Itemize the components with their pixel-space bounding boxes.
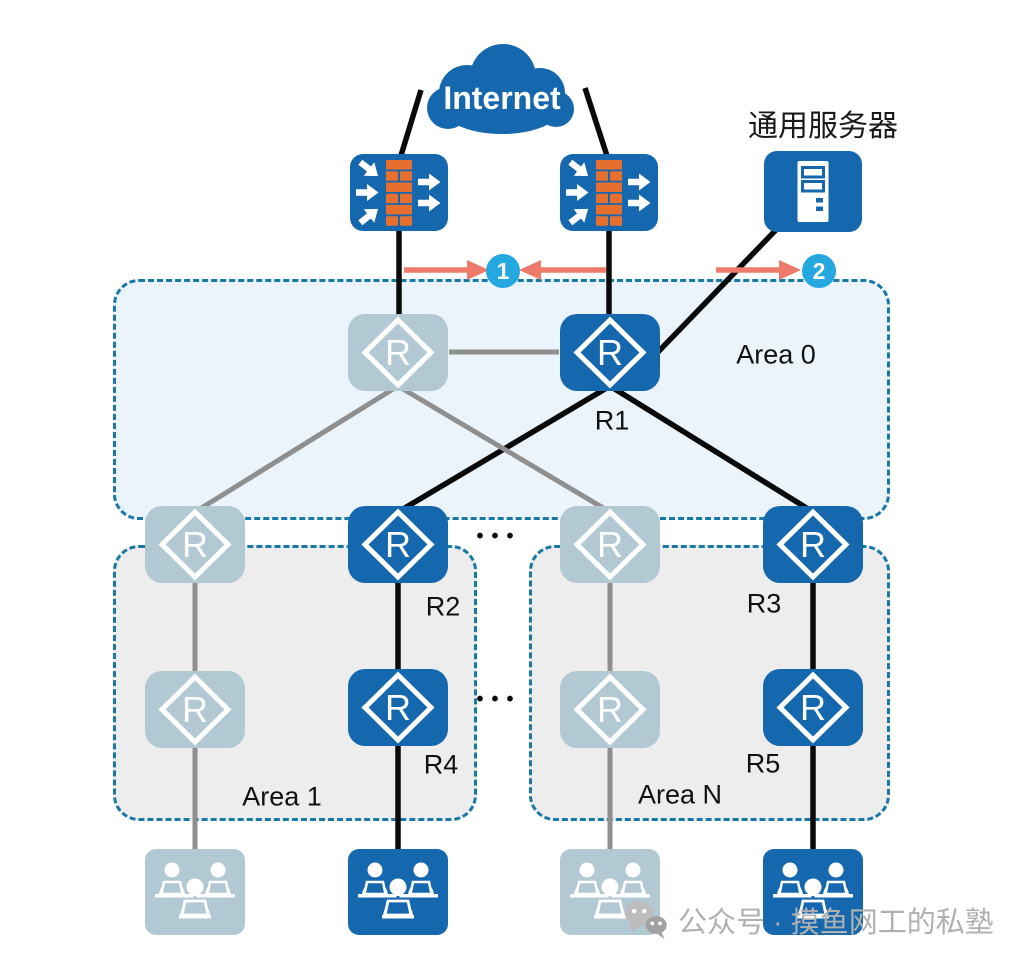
users-area1-gray-icon <box>145 849 245 935</box>
area-0-label: Area 0 <box>736 339 816 370</box>
watermark-text: 公众号 · 摸鱼网工的私塾 <box>678 907 994 939</box>
server-icon <box>764 151 862 232</box>
firewall-1-icon <box>350 154 448 231</box>
router-arean-backup-top-icon <box>560 506 660 583</box>
router-area0-backup-icon <box>348 314 448 391</box>
watermark: 公众号 · 摸鱼网工的私塾 <box>622 898 994 942</box>
users-area1-blue-icon <box>348 849 448 935</box>
firewall-2-icon <box>560 154 658 231</box>
router-r4-icon <box>348 669 448 746</box>
router-r2-icon <box>348 506 448 583</box>
server-label: 通用服务器 <box>748 110 898 143</box>
internet-label: Internet <box>443 80 561 116</box>
step-2-marker: 2 <box>802 254 836 288</box>
internet-cloud-icon: Internet <box>427 44 574 134</box>
edge-internet-to-firewall-2 <box>582 87 612 163</box>
router-r4-label: R4 <box>423 749 459 780</box>
router-area1-backup-bottom-icon <box>145 671 245 748</box>
wechat-icon <box>624 900 667 940</box>
router-area1-backup-top-icon <box>145 506 245 583</box>
router-r3-icon <box>763 506 863 583</box>
router-r2-label: R2 <box>425 591 461 622</box>
area-0-box <box>113 279 890 520</box>
ellipsis-bottom: ••• <box>476 688 522 711</box>
router-r5-label: R5 <box>745 748 781 779</box>
router-arean-backup-bottom-icon <box>560 671 660 748</box>
router-r5-icon <box>763 669 863 746</box>
router-r3-label: R3 <box>746 588 782 619</box>
area-1-label: Area 1 <box>242 781 322 812</box>
router-r1-icon <box>560 314 660 391</box>
router-r1-label: R1 <box>594 405 630 436</box>
area-n-label: Area N <box>637 779 723 810</box>
step-1-marker: 1 <box>486 254 520 288</box>
ellipsis-top: ••• <box>476 525 522 548</box>
